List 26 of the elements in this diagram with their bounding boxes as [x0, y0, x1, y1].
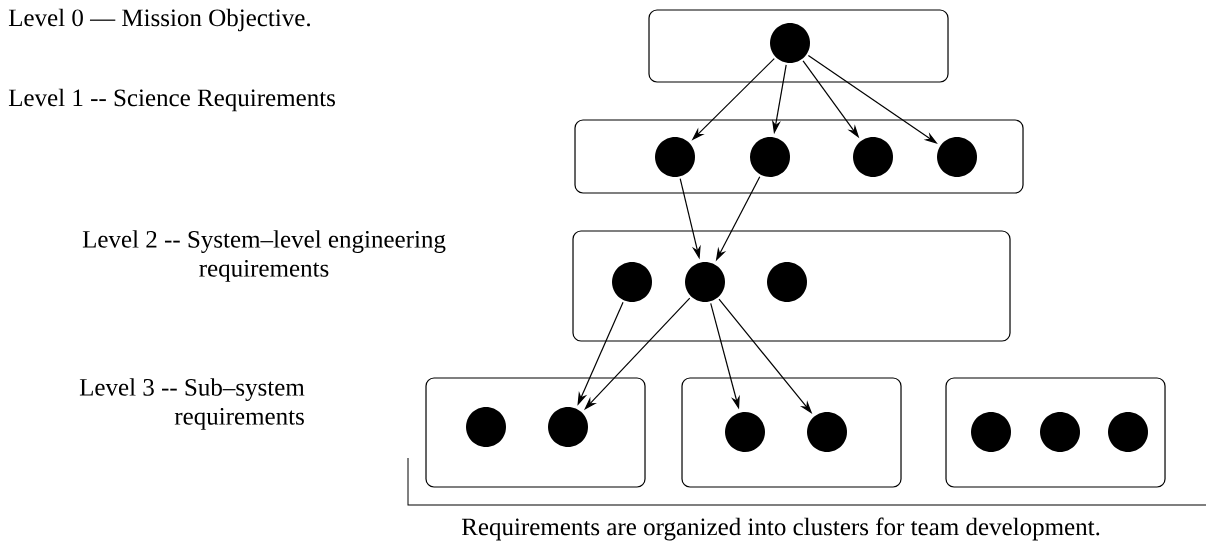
- cluster-box: [572, 230, 1011, 342]
- level-label: Level 3 -- Sub–system requirements: [79, 378, 305, 430]
- cluster-box: [574, 119, 1024, 194]
- requirement-dot: [807, 412, 847, 452]
- cluster-box: [648, 9, 949, 83]
- requirement-dot: [548, 407, 588, 447]
- requirement-dot: [853, 137, 893, 177]
- requirement-dot: [1040, 412, 1080, 452]
- requirement-dot: [655, 137, 695, 177]
- cluster-box: [425, 377, 646, 488]
- requirement-dot: [971, 412, 1011, 452]
- requirement-dot: [725, 412, 765, 452]
- requirement-dot: [466, 407, 506, 447]
- cluster-box: [945, 377, 1166, 488]
- requirement-dot: [937, 137, 977, 177]
- requirement-dot: [770, 23, 810, 63]
- requirement-dot: [750, 137, 790, 177]
- level-label: Level 0 — Mission Objective.: [8, 8, 310, 32]
- requirement-dot: [1108, 412, 1148, 452]
- requirement-dot: [612, 262, 652, 302]
- requirement-dot: [767, 262, 807, 302]
- cluster-box: [681, 377, 902, 488]
- requirement-dot: [685, 262, 725, 302]
- level-label: Level 1 -- Science Requirements: [8, 88, 335, 112]
- level-label: Level 2 -- System–level engineering requirements: [82, 230, 446, 282]
- caption: Requirements are organized into clusters for team development.: [461, 517, 1100, 541]
